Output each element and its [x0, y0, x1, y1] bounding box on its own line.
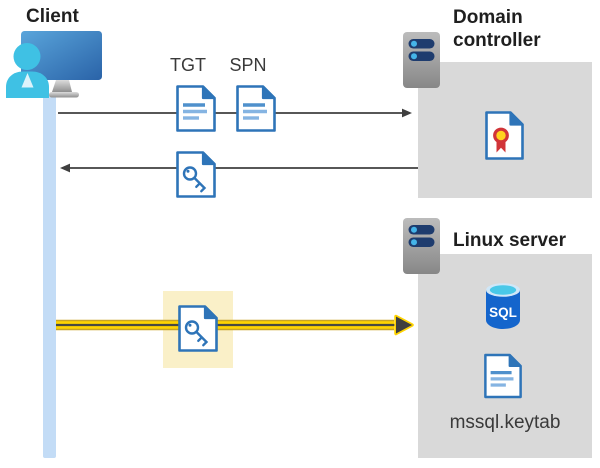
monitor-user-icon	[4, 30, 104, 99]
spn-document-icon	[235, 85, 277, 132]
spn-label: SPN	[229, 55, 267, 75]
arrow-domain-controller-to-client	[60, 163, 418, 173]
key-document-icon	[175, 151, 217, 198]
highlighted-key-document-icon	[177, 305, 219, 352]
tgt-document-icon	[175, 85, 217, 132]
domain-controller-server-icon	[402, 31, 441, 89]
sql-database-icon: SQL	[486, 283, 520, 329]
arrow-client-to-linux-server-highlighted	[56, 314, 414, 336]
keytab-document-icon	[483, 352, 523, 400]
certificate-icon	[484, 111, 525, 160]
sql-text: SQL	[489, 305, 517, 320]
client-label: Client	[26, 6, 79, 27]
tgt-label: TGT	[170, 55, 206, 75]
domain-controller-label: Domain controller	[453, 7, 541, 51]
keytab-label: mssql.keytab	[449, 412, 561, 433]
client-timeline-lane	[43, 94, 56, 458]
linux-server-label: Linux server	[453, 230, 566, 251]
linux-server-server-icon	[402, 217, 441, 275]
